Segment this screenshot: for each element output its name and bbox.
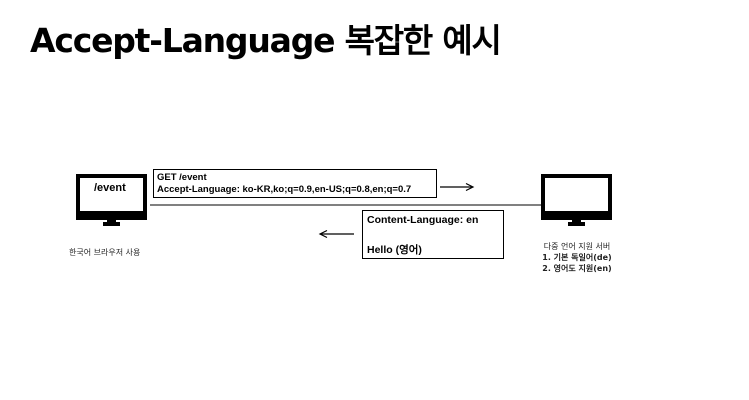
client-computer-icon: /event [76, 174, 147, 226]
client-monitor-neck [107, 220, 116, 223]
client-caption: 한국어 브라우저 사용 [69, 248, 141, 257]
content-language-header: Content-Language: en [367, 214, 479, 226]
server-computer-icon [541, 174, 612, 226]
server-monitor-screen [541, 174, 612, 220]
client-monitor-display [80, 178, 143, 211]
response-message-box: Content-Language: en Hello (영어) [362, 210, 504, 259]
client-monitor-screen [76, 174, 147, 220]
response-arrow-icon [318, 229, 354, 239]
server-monitor-display [545, 178, 608, 211]
response-body: Hello (영어) [367, 244, 422, 256]
server-caption-title: 다중 언어 지원 서버 [543, 242, 611, 251]
server-caption: 다중 언어 지원 서버 1. 기본 독일어(de) 2. 영어도 지원(en) [532, 241, 622, 274]
accept-language-header: Accept-Language: ko-KR,ko;q=0.9,en-US;q=… [157, 184, 412, 195]
request-arrow-icon [440, 182, 475, 192]
server-caption-supported-language: 2. 영어도 지원(en) [542, 264, 612, 273]
request-message-box: GET /event Accept-Language: ko-KR,ko;q=0… [153, 169, 437, 198]
server-monitor-neck [572, 220, 581, 223]
client-screen-label: /event [94, 182, 126, 194]
request-line: GET /event [157, 172, 207, 183]
slide-title: Accept-Language 복잡한 예시 [30, 21, 502, 60]
server-caption-default-language: 1. 기본 독일어(de) [542, 253, 612, 262]
client-monitor-base [103, 222, 120, 226]
server-monitor-base [568, 222, 585, 226]
